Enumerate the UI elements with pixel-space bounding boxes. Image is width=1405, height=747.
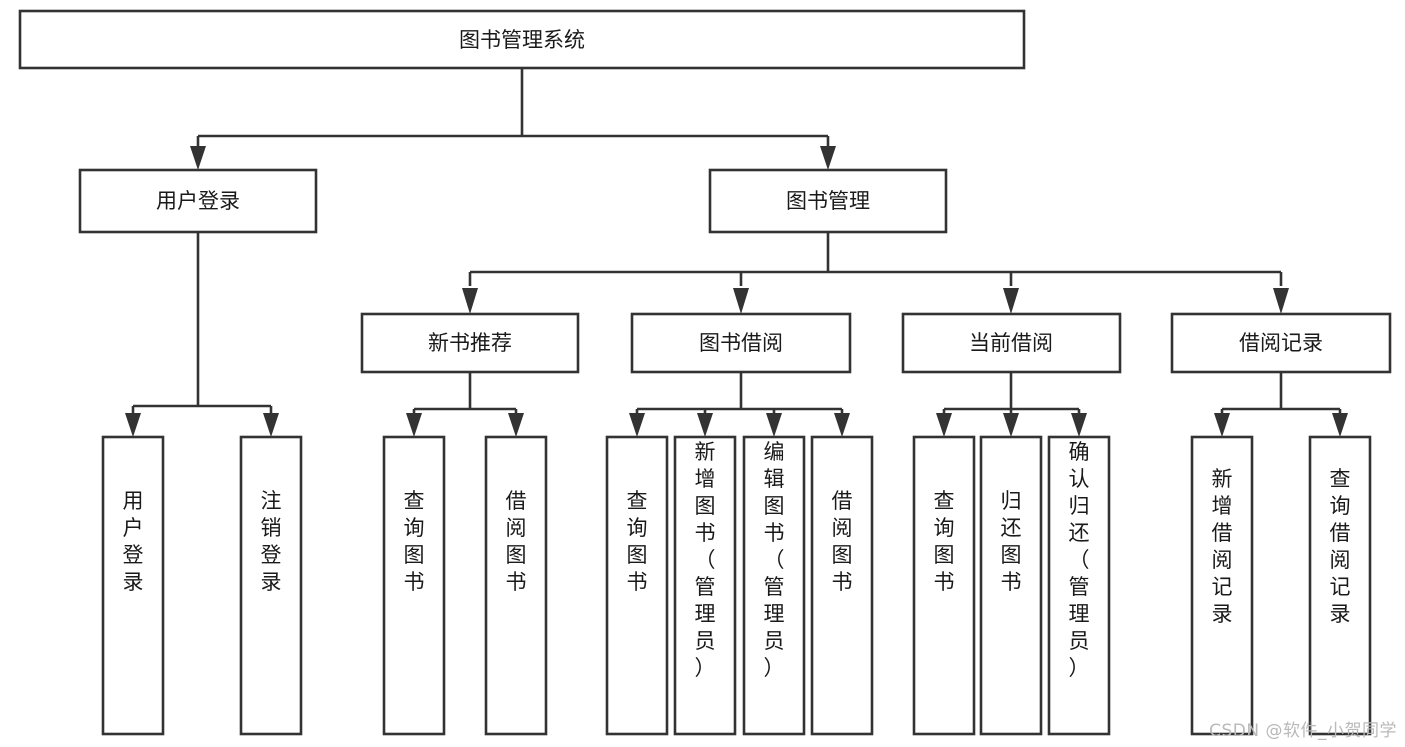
node-book-borrow-box[interactable] xyxy=(630,312,852,374)
node-leaf-add-book-box[interactable] xyxy=(673,435,737,736)
arrow-book-borrow-leaf-3 xyxy=(766,413,782,437)
node-leaf-return-book-box[interactable] xyxy=(979,435,1043,736)
arrow-book-borrow-leaf-2 xyxy=(697,413,713,437)
node-borrow-record-label: 借阅记录 xyxy=(1239,331,1323,355)
node-leaf-return-book-label: 归还图书 xyxy=(1001,489,1022,594)
node-leaf-query-book-1-box[interactable] xyxy=(382,435,446,736)
node-leaf-borrow-book-1[interactable]: 借阅图书 xyxy=(484,435,548,736)
node-user-login-box[interactable] xyxy=(78,168,318,234)
node-leaf-borrow-book-1-label: 借阅图书 xyxy=(506,489,527,594)
node-leaf-query-book-3-box[interactable] xyxy=(912,435,976,736)
node-borrow-record[interactable]: 借阅记录 xyxy=(1170,312,1392,374)
node-leaf-user-logout[interactable]: 注销登录 xyxy=(239,435,303,736)
arrow-new-book-leaf-2 xyxy=(508,413,524,437)
arrow-bm-to-book-borrow xyxy=(733,288,749,314)
arrow-user-login-leaf-2 xyxy=(263,413,279,437)
arrow-root-to-user-login xyxy=(190,146,206,170)
node-leaf-query-book-3-label: 查询图书 xyxy=(934,489,955,594)
node-book-management[interactable]: 图书管理 xyxy=(708,168,948,234)
node-current-borrow-box[interactable] xyxy=(901,312,1122,374)
arrow-current-borrow-leaf-3 xyxy=(1071,413,1087,437)
node-new-book-recommend-label: 新书推荐 xyxy=(428,331,512,355)
node-leaf-edit-book[interactable]: 编辑图书（管理员） xyxy=(742,435,806,736)
node-leaf-edit-book-label: 编辑图书（管理员） xyxy=(764,440,785,680)
node-leaf-query-record-label: 查询借阅记录 xyxy=(1330,467,1351,626)
node-user-login[interactable]: 用户登录 xyxy=(78,168,318,234)
node-leaf-query-book-2-label: 查询图书 xyxy=(627,489,648,594)
node-leaf-user-login[interactable]: 用户登录 xyxy=(101,435,165,736)
node-book-management-label: 图书管理 xyxy=(786,189,870,213)
node-leaf-add-record-box[interactable] xyxy=(1190,435,1254,736)
csdn-watermark: CSDN @软件_小贺同学 xyxy=(1209,721,1397,741)
node-leaf-confirm-return-label: 确认归还（管理员） xyxy=(1069,440,1090,680)
arrow-book-borrow-leaf-4 xyxy=(834,413,850,437)
node-leaf-borrow-book-2[interactable]: 借阅图书 xyxy=(810,435,874,736)
node-leaf-edit-book-box[interactable] xyxy=(742,435,806,736)
arrow-current-borrow-leaf-1 xyxy=(936,413,952,437)
node-leaf-query-record-box[interactable] xyxy=(1308,435,1372,736)
node-current-borrow-label: 当前借阅 xyxy=(969,331,1053,355)
node-leaf-add-book[interactable]: 新增图书（管理员） xyxy=(673,435,737,736)
node-leaf-confirm-return-box[interactable] xyxy=(1047,435,1111,736)
node-leaf-add-record-label: 新增借阅记录 xyxy=(1212,467,1233,626)
node-new-book-recommend-box[interactable] xyxy=(360,312,580,374)
node-leaf-user-logout-label: 注销登录 xyxy=(261,489,282,594)
node-book-management-box[interactable] xyxy=(708,168,948,234)
node-book-borrow[interactable]: 图书借阅 xyxy=(630,312,852,374)
node-leaf-user-login-box[interactable] xyxy=(101,435,165,736)
node-leaf-confirm-return[interactable]: 确认归还（管理员） xyxy=(1047,435,1111,736)
node-leaf-return-book[interactable]: 归还图书 xyxy=(979,435,1043,736)
arrow-bm-to-current-borrow xyxy=(1003,288,1019,314)
node-root[interactable]: 图书管理系统 xyxy=(18,9,1026,70)
connector-layer xyxy=(125,68,1348,437)
node-leaf-borrow-book-1-box[interactable] xyxy=(484,435,548,736)
node-borrow-record-box[interactable] xyxy=(1170,312,1392,374)
node-leaf-user-logout-box[interactable] xyxy=(239,435,303,736)
node-leaf-query-book-2[interactable]: 查询图书 xyxy=(605,435,669,736)
node-leaf-query-book-1-label: 查询图书 xyxy=(404,489,425,594)
node-leaf-add-book-label: 新增图书（管理员） xyxy=(695,440,716,680)
node-new-book-recommend[interactable]: 新书推荐 xyxy=(360,312,580,374)
node-leaf-query-book-2-box[interactable] xyxy=(605,435,669,736)
node-root-box[interactable] xyxy=(18,9,1026,70)
node-leaf-borrow-book-2-label: 借阅图书 xyxy=(832,489,853,594)
arrow-book-borrow-leaf-1 xyxy=(629,413,645,437)
node-leaf-user-login-label: 用户登录 xyxy=(123,489,144,594)
node-leaf-query-book-3[interactable]: 查询图书 xyxy=(912,435,976,736)
node-leaf-query-book-1[interactable]: 查询图书 xyxy=(382,435,446,736)
node-current-borrow[interactable]: 当前借阅 xyxy=(901,312,1122,374)
node-leaf-borrow-book-2-box[interactable] xyxy=(810,435,874,736)
node-root-label: 图书管理系统 xyxy=(459,28,585,52)
arrow-new-book-leaf-1 xyxy=(406,413,422,437)
arrow-root-to-book-management xyxy=(820,146,836,170)
arrow-bm-to-borrow-record xyxy=(1273,288,1289,314)
arrow-current-borrow-leaf-2 xyxy=(1003,413,1019,437)
arrow-borrow-record-leaf-2 xyxy=(1332,413,1348,437)
node-leaf-query-record[interactable]: 查询借阅记录 xyxy=(1308,435,1372,736)
arrow-user-login-leaf-1 xyxy=(125,413,141,437)
arrow-bm-to-new-book-recommend xyxy=(462,288,478,314)
arrow-borrow-record-leaf-1 xyxy=(1214,413,1230,437)
node-book-borrow-label: 图书借阅 xyxy=(699,331,783,355)
node-leaf-add-record[interactable]: 新增借阅记录 xyxy=(1190,435,1254,736)
node-user-login-label: 用户登录 xyxy=(156,189,240,213)
